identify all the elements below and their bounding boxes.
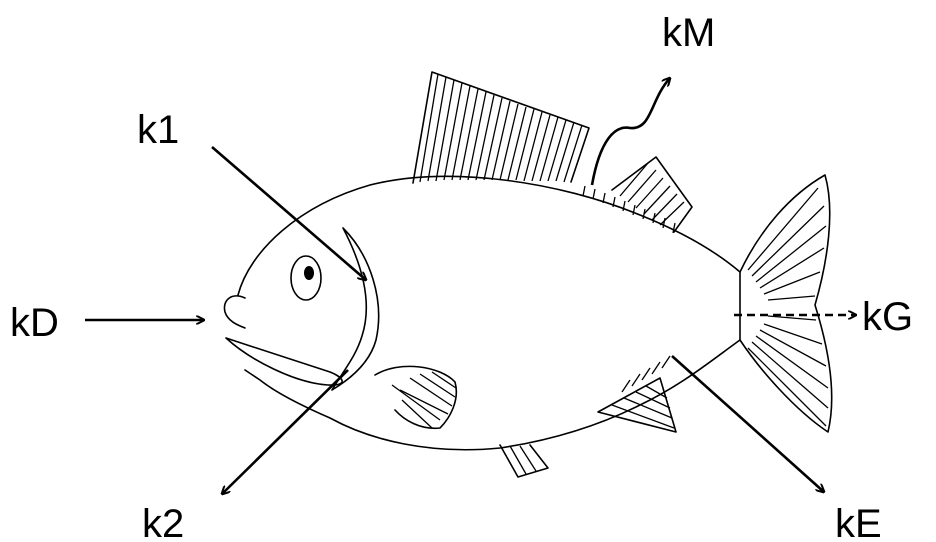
mouth	[224, 296, 342, 385]
pelvic-fin	[500, 445, 548, 477]
fish-body	[238, 176, 740, 449]
pectoral-fin	[375, 366, 456, 428]
label-k1: k1	[137, 108, 179, 152]
label-kD: kD	[10, 301, 59, 345]
label-kG: kG	[862, 295, 913, 339]
label-k2: k2	[142, 502, 184, 542]
lateral-hatches	[583, 186, 675, 392]
caudal-fin	[740, 175, 832, 432]
arrow-k2	[222, 370, 348, 494]
arrow-k1	[212, 147, 366, 280]
arrow-kE	[672, 356, 824, 492]
dorsal-fin	[413, 72, 589, 183]
gill-cover	[332, 228, 379, 390]
label-kE: kE	[835, 502, 882, 542]
arrow-kM	[592, 78, 670, 185]
label-kM: kM	[662, 11, 715, 55]
anal-fin	[598, 378, 676, 432]
eye	[291, 256, 321, 300]
